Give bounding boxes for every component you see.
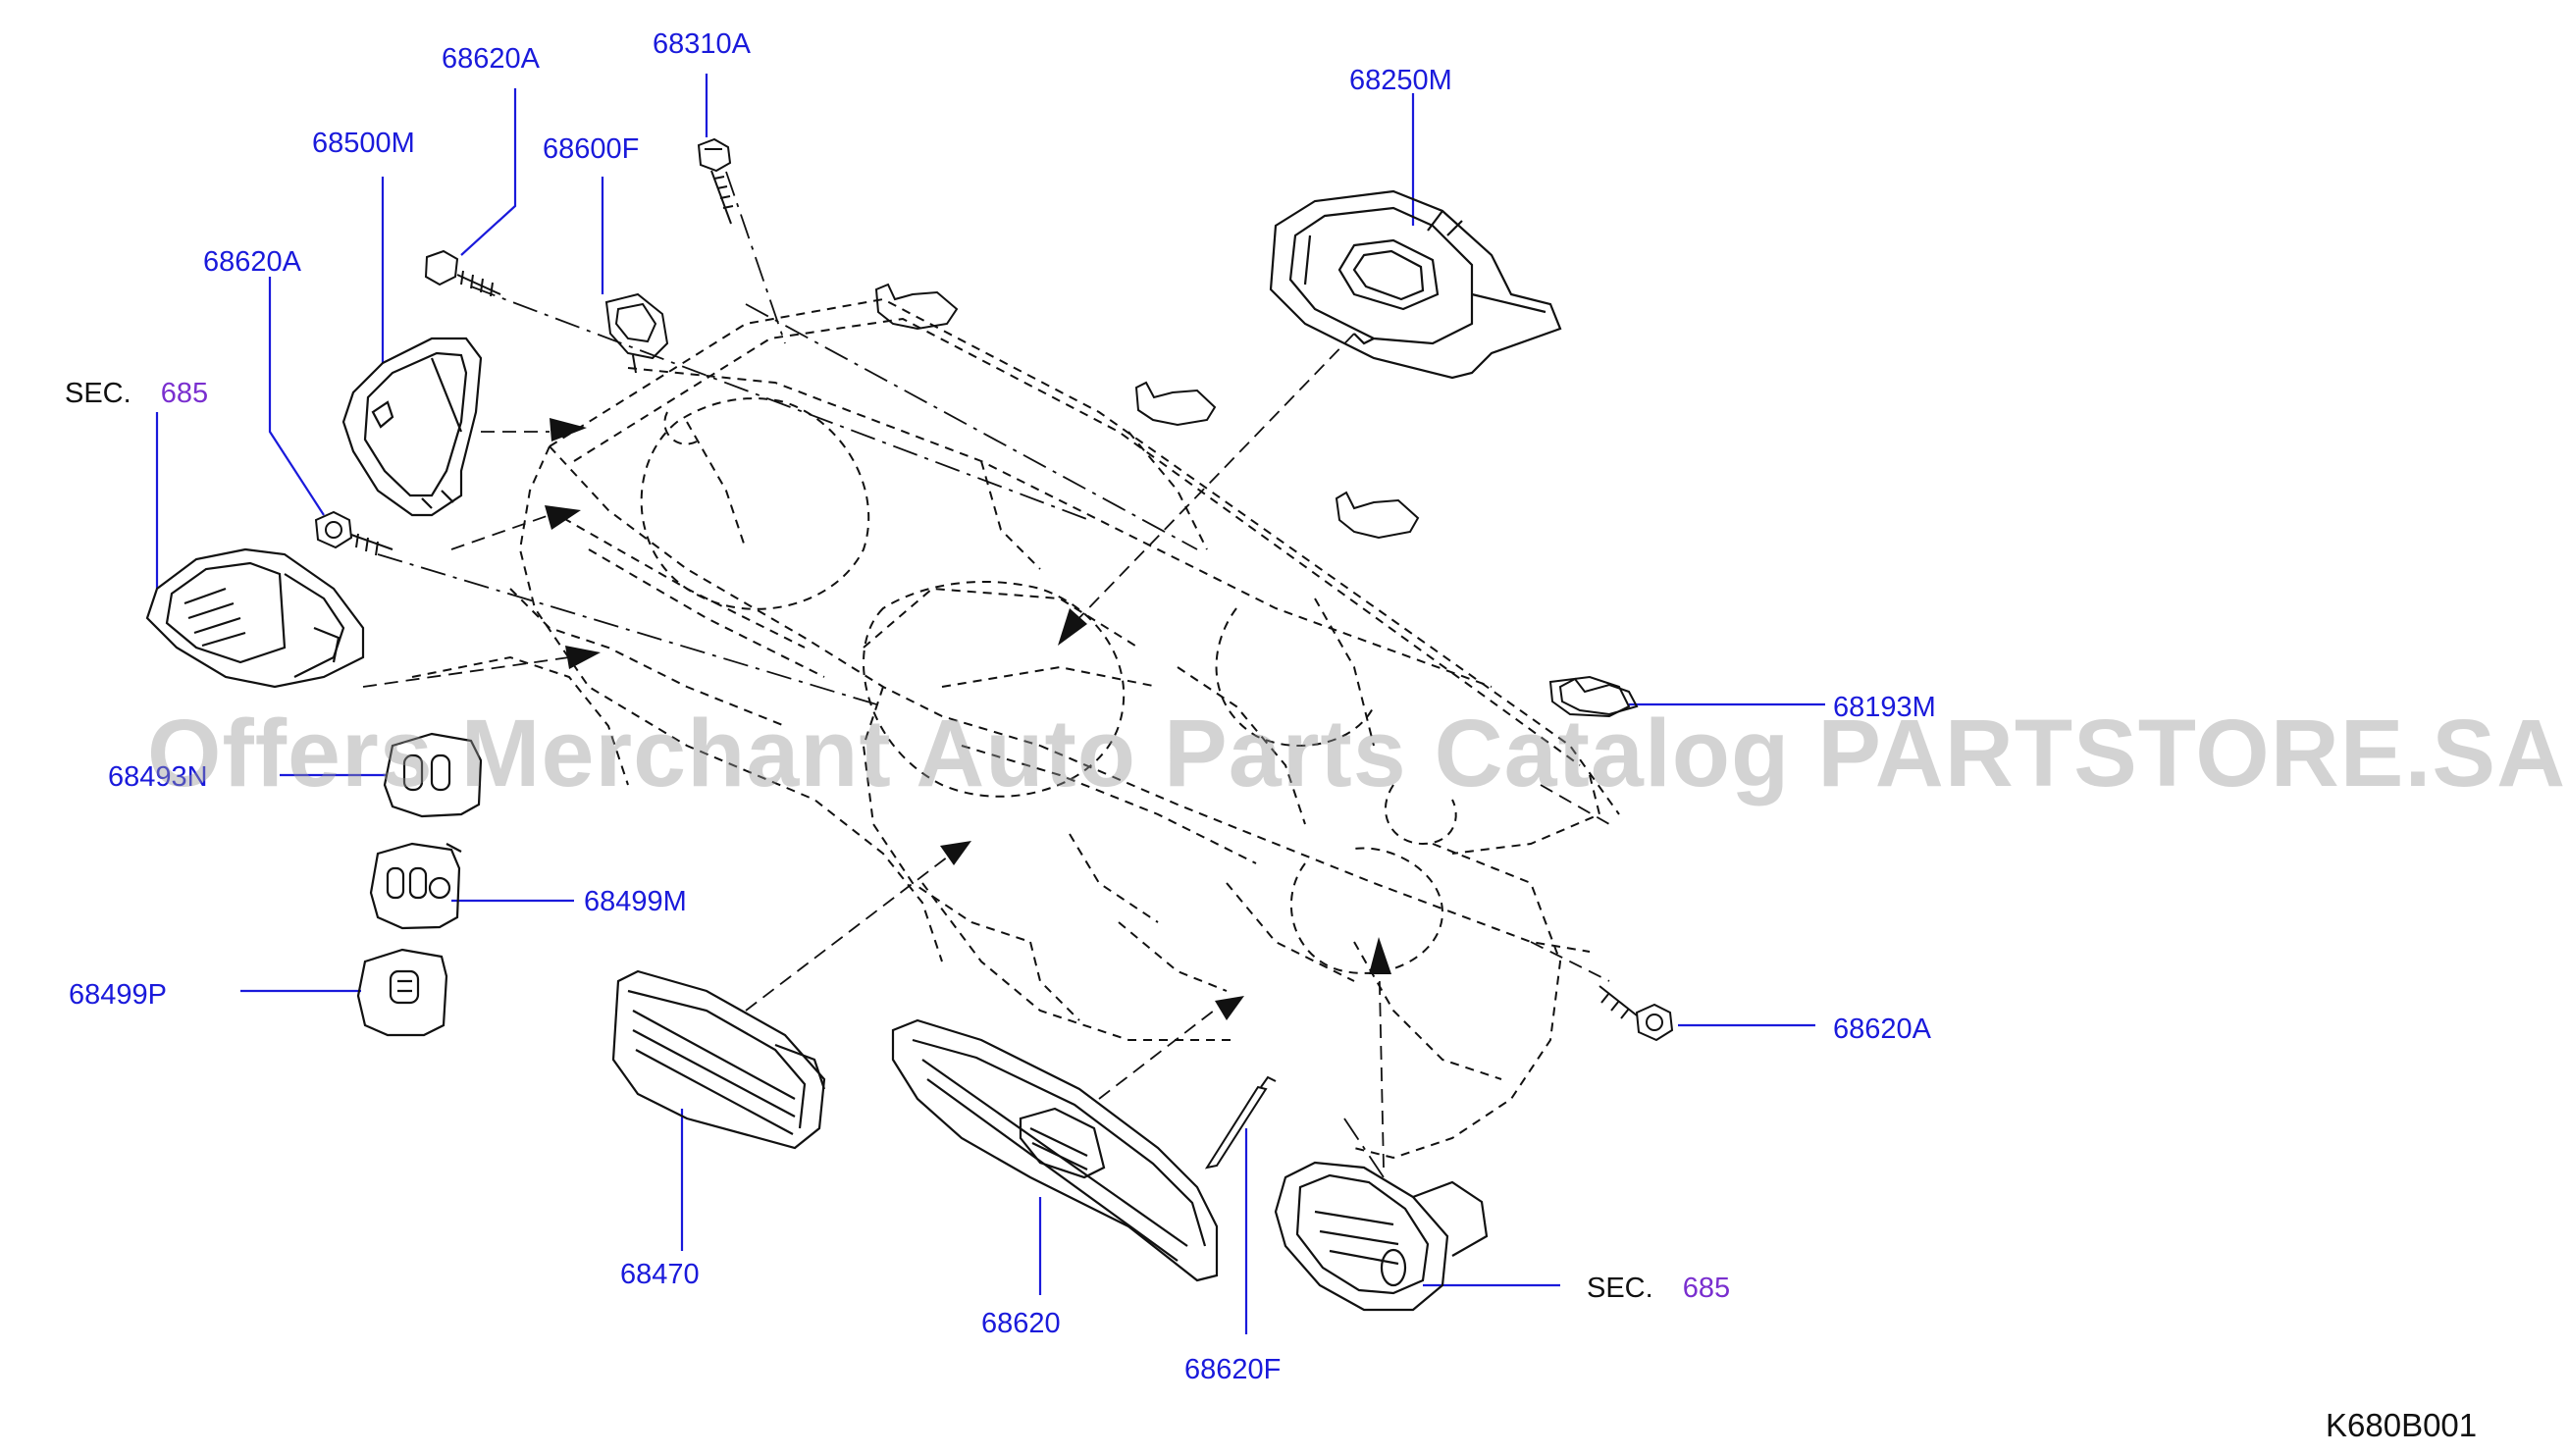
bracket-68193M [1548, 675, 1631, 718]
callout-68500M[interactable]: 68500M [312, 128, 415, 159]
switch-68493N [383, 732, 483, 818]
bracket-68600F [604, 292, 669, 374]
screw-68620A-right [1598, 985, 1674, 1042]
clip-68620F-bottom [1204, 1075, 1277, 1170]
switch-68499M [369, 842, 462, 930]
cluster-lid-part [1269, 189, 1562, 380]
section-ref-right[interactable]: SEC. 685 [1587, 1273, 1730, 1304]
section-ref-left-number[interactable]: 685 [160, 378, 209, 409]
callout-68493N[interactable]: 68493N [108, 761, 208, 793]
callout-68250M[interactable]: 68250M [1349, 65, 1452, 96]
callout-68620A-top[interactable]: 68620A [442, 43, 540, 75]
right-side-vent [1274, 1161, 1489, 1312]
section-ref-right-prefix: SEC. [1587, 1273, 1653, 1304]
callout-68620A-right[interactable]: 68620A [1833, 1014, 1931, 1045]
section-ref-left-prefix: SEC. [65, 378, 131, 409]
left-side-vent [145, 547, 365, 689]
finisher-68500M [341, 337, 483, 517]
arrow-heads [545, 418, 1391, 1020]
section-ref-left[interactable]: SEC. 685 [65, 378, 208, 409]
screw-68620A-top [424, 249, 501, 297]
callout-68620[interactable]: 68620 [981, 1308, 1061, 1339]
pointer-lines [362, 333, 1610, 1169]
assembly-lines [377, 171, 1385, 1178]
center-cover-68620 [891, 1018, 1219, 1282]
callout-68600F[interactable]: 68600F [543, 133, 640, 165]
callout-68620F-bottom[interactable]: 68620F [1184, 1354, 1282, 1385]
screw-68310A [697, 137, 734, 225]
section-ref-right-number[interactable]: 685 [1682, 1273, 1731, 1304]
switch-68499P [356, 948, 448, 1037]
panel-clips [874, 283, 1639, 716]
callout-68620A-left[interactable]: 68620A [203, 246, 301, 278]
screw-68620A-left [314, 510, 393, 556]
callout-68499P[interactable]: 68499P [69, 979, 167, 1011]
callout-68310A[interactable]: 68310A [653, 28, 751, 60]
leader-lines [155, 74, 1825, 1334]
callout-68193M[interactable]: 68193M [1833, 692, 1936, 723]
instrument-panel-outline [411, 297, 1620, 1160]
diagram-code: K680B001 [2326, 1407, 2478, 1443]
center-grille-68470 [611, 969, 826, 1150]
callout-68499M[interactable]: 68499M [584, 886, 687, 917]
callout-68470[interactable]: 68470 [620, 1259, 700, 1290]
